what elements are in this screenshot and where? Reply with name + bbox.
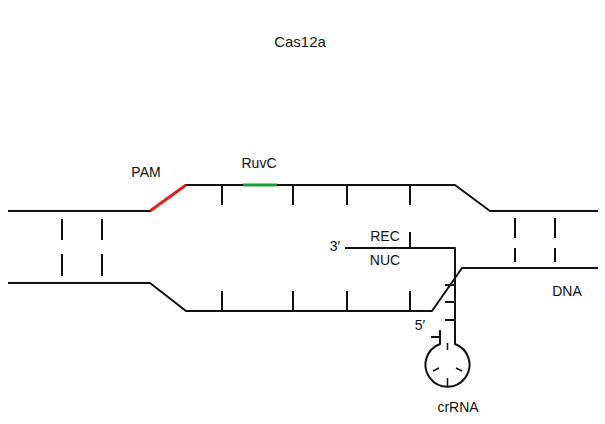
- base-pair-rungs: [515, 218, 555, 262]
- part-label: DNA: [552, 284, 582, 299]
- protein-outline: [80, 12, 550, 410]
- part-label: crRNA: [437, 400, 478, 415]
- upper-lobe: [178, 14, 422, 158]
- ruvc-segment: [243, 184, 277, 187]
- crrna-ticks: [410, 232, 455, 337]
- strand-ticks: [222, 185, 410, 205]
- part-label: NUC: [370, 253, 400, 268]
- part-label: RuvC: [241, 156, 276, 171]
- part-label: REC: [370, 229, 400, 244]
- loop-ticks: [433, 343, 462, 386]
- crrna-strand: [345, 248, 470, 387]
- protein-name: Cas12a: [274, 34, 326, 51]
- protein-body: Cas12a: [80, 12, 550, 410]
- strand-ticks: [222, 291, 410, 311]
- pam-segment: [150, 185, 186, 211]
- part-label: PAM: [131, 165, 160, 180]
- part-label: 3′: [330, 239, 340, 254]
- non-target-strand: [8, 268, 598, 311]
- lower-lobe: [82, 126, 548, 406]
- part-label: 5′: [415, 318, 425, 333]
- base-pair-rungs: [62, 219, 102, 276]
- target-strand: [8, 185, 598, 211]
